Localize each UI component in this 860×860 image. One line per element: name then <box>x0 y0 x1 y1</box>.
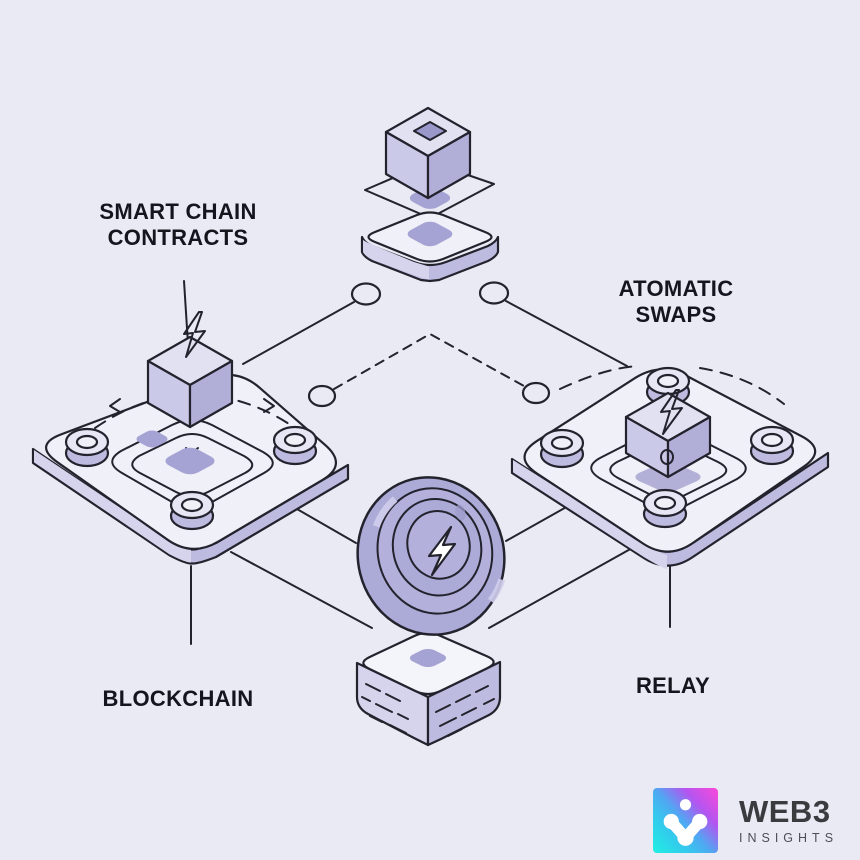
logo-brand-name: WEB3 <box>739 794 831 829</box>
line-left-to-box <box>230 551 373 629</box>
node-upper-left <box>350 282 382 306</box>
coin-glint <box>455 504 466 521</box>
node-upper-right <box>478 281 510 305</box>
label-line: RELAY <box>635 673 711 698</box>
box-blob <box>409 648 447 668</box>
line-left-to-coin <box>289 504 357 544</box>
connector-nodes <box>307 281 551 408</box>
puck-left <box>64 427 110 468</box>
label-line: ATOMATIC <box>618 276 734 301</box>
label-line: SWAPS <box>635 302 717 327</box>
line-right-to-coin <box>505 504 571 542</box>
puck-bottom <box>642 488 688 529</box>
swap-cube <box>624 389 712 479</box>
molecule-icon <box>663 799 708 846</box>
left-platform <box>31 311 350 565</box>
hub-assembly <box>360 106 500 283</box>
hub-cube <box>384 106 472 200</box>
center-blob <box>165 447 215 475</box>
logo-tagline: INSIGHTS <box>739 831 839 845</box>
chevron-right <box>263 398 275 413</box>
coin-highlight <box>372 496 398 528</box>
box-right-face <box>426 660 502 747</box>
smart-contract-cube <box>146 311 234 429</box>
puck-bottom <box>169 490 215 531</box>
cube-cap-diamond <box>413 121 447 141</box>
lightning-bolt-icon <box>183 311 206 358</box>
dashed-arc-left <box>559 365 639 390</box>
dashed-link <box>333 333 525 390</box>
label-atomic-swaps: ATOMATIC SWAPS <box>566 276 786 328</box>
node-lower-left <box>307 384 337 408</box>
puck-right <box>272 425 318 466</box>
line-hub-to-left <box>242 301 355 365</box>
port-circle <box>660 449 674 465</box>
bottom-box <box>355 631 502 747</box>
label-line: CONTRACTS <box>107 225 249 250</box>
label-line: SMART CHAIN <box>99 199 257 224</box>
label-blockchain: BLOCKCHAIN <box>68 686 288 712</box>
inner-outline-inner <box>131 433 254 497</box>
coin-highlight <box>487 578 506 604</box>
right-platform <box>510 365 830 569</box>
node-lower-right <box>521 381 551 405</box>
puck-left <box>539 428 585 469</box>
line-right-to-box <box>488 546 635 629</box>
label-relay: RELAY <box>563 673 783 699</box>
connector-lines <box>183 280 671 645</box>
chevron-left <box>109 398 121 413</box>
lightning-bolt-icon <box>427 525 457 577</box>
line-hub-to-right <box>505 300 628 367</box>
puck-right <box>749 425 795 466</box>
label-line: BLOCKCHAIN <box>102 686 254 711</box>
logo-text-block: WEB3 INSIGHTS <box>739 796 838 845</box>
hub-platform <box>360 211 500 283</box>
dashed-arc-right <box>699 367 785 405</box>
circuit-dashes <box>361 683 495 737</box>
small-blob <box>136 430 168 448</box>
brand-logo: WEB3 INSIGHTS <box>653 788 838 853</box>
platform-blob <box>407 221 453 247</box>
lightning-bolt-icon <box>660 389 683 435</box>
logo-gradient-tile <box>653 788 718 853</box>
label-smart-chain-contracts: SMART CHAIN CONTRACTS <box>68 199 288 251</box>
